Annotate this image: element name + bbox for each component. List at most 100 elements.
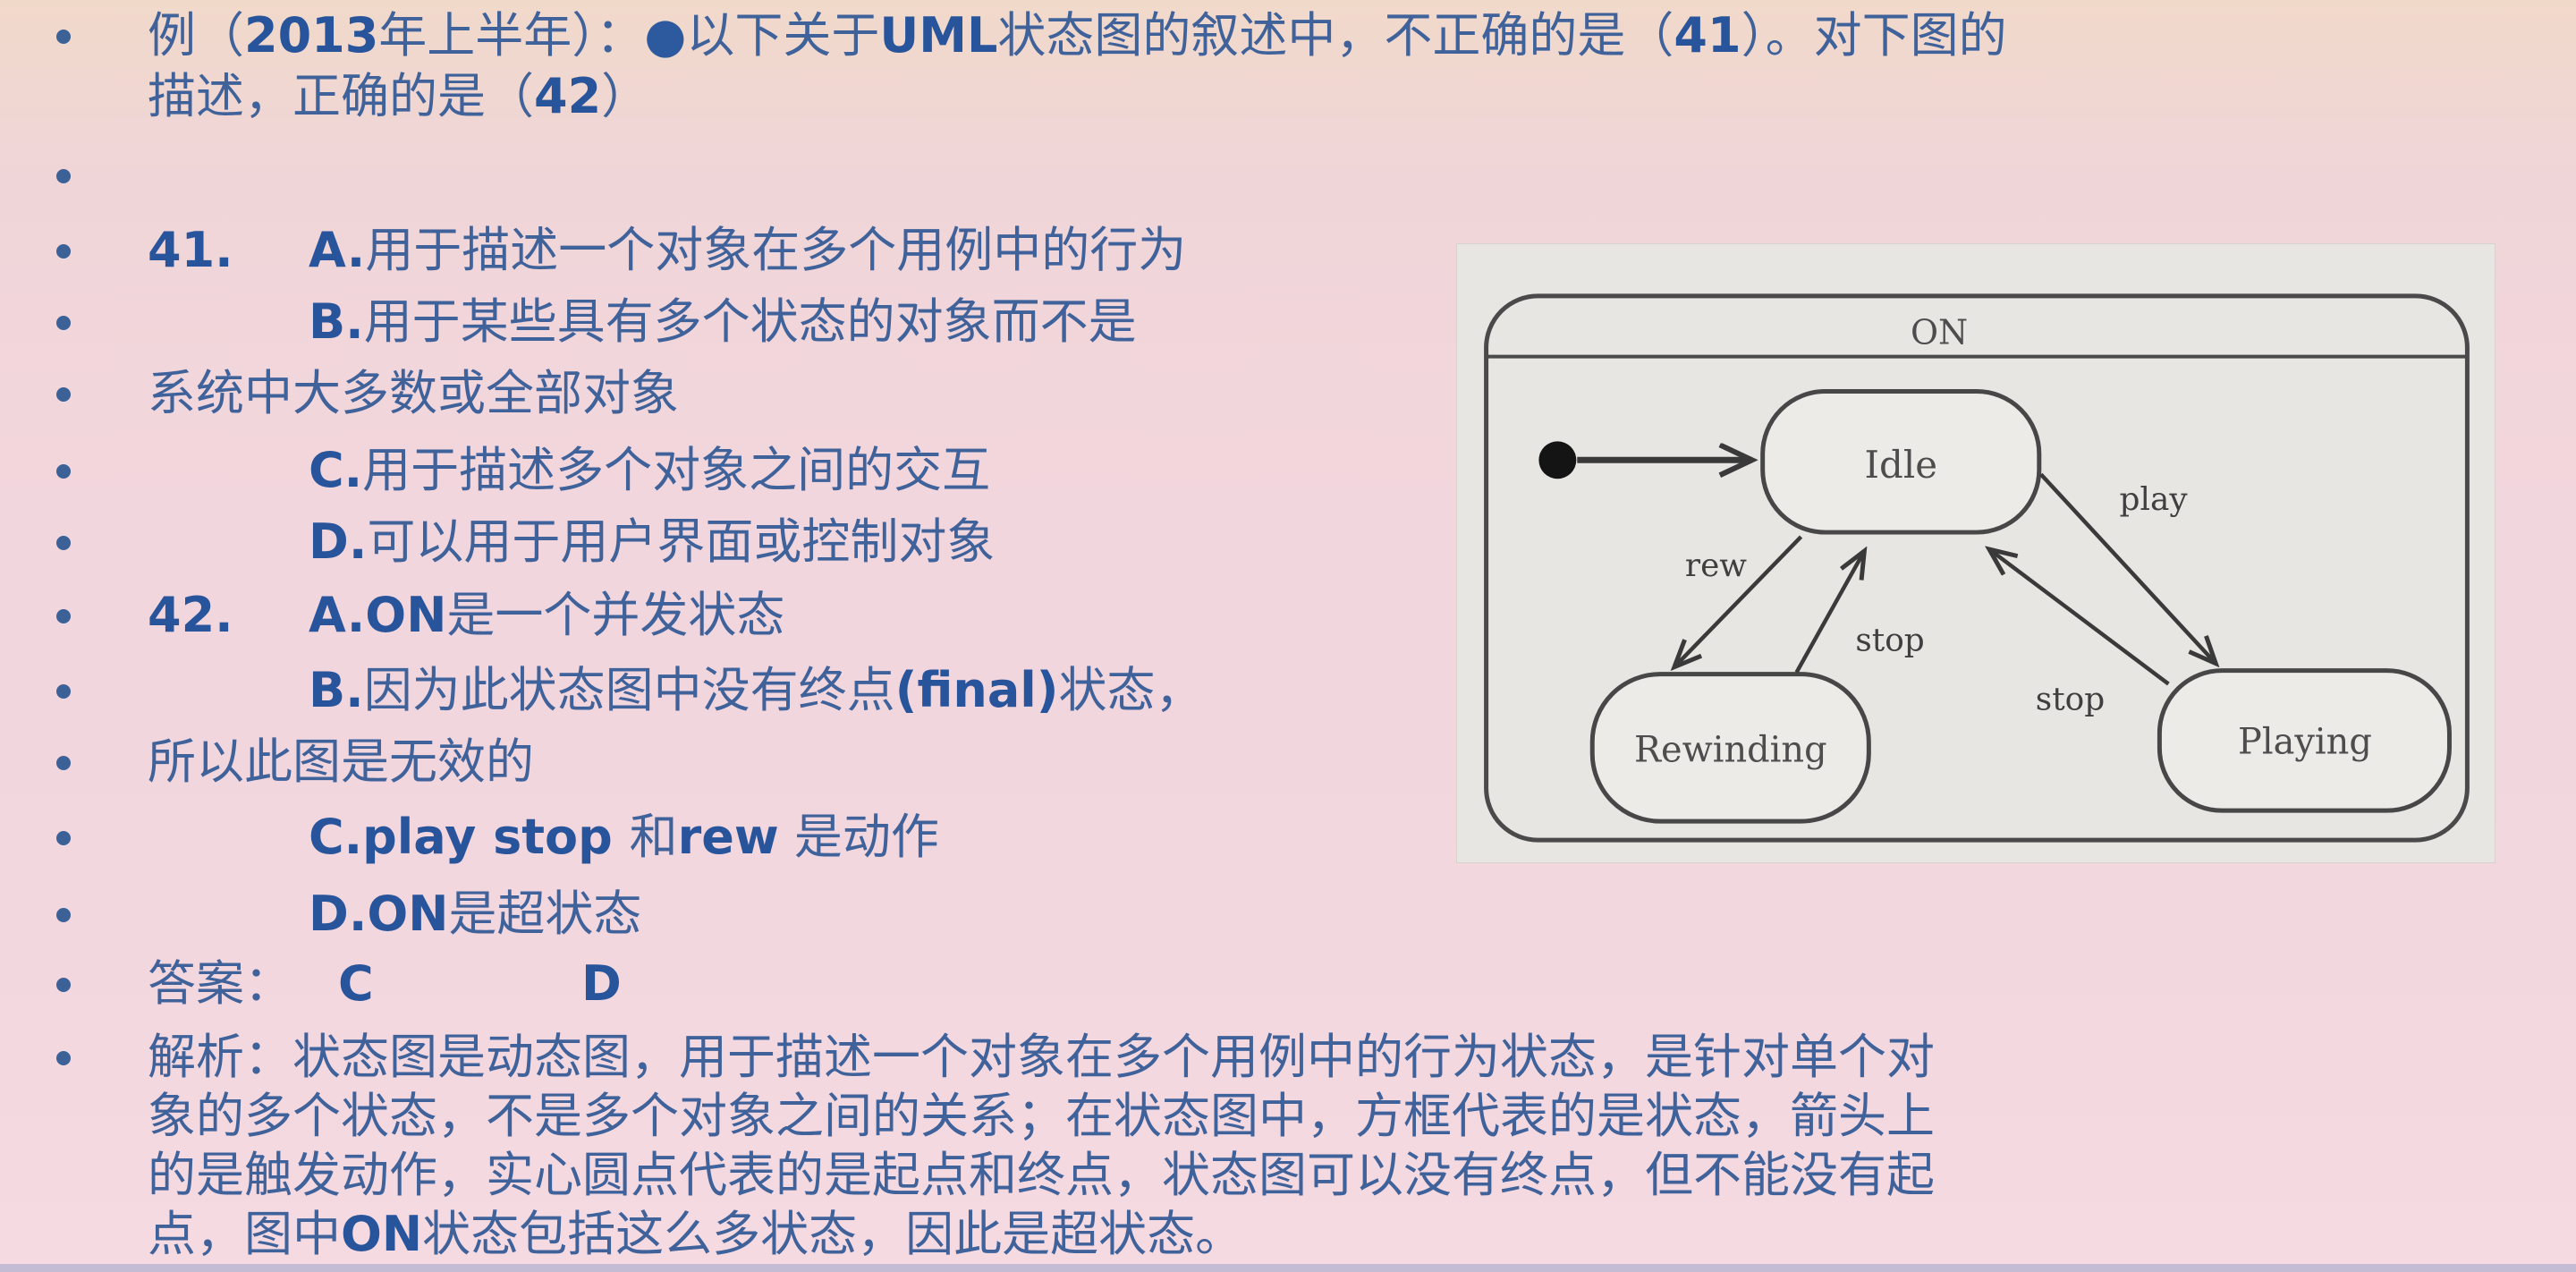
answer-c: C: [338, 955, 374, 1012]
option-letter-b: B.: [309, 662, 364, 718]
bullet-icon: [56, 831, 71, 845]
q41-option-b-line2: 系统中大多数或全部对象: [0, 363, 2576, 424]
analysis-line-2: 象的多个状态，不是多个对象之间的关系；在状态图中，方框代表的是状态，箭头上: [0, 1086, 2576, 1147]
transition-stop-right-label: stop: [2036, 681, 2105, 717]
text-segment: ）。对下图的: [1741, 7, 2007, 64]
q41-option-d: D.可以用于用户界面或控制对象: [309, 512, 995, 572]
text-segment: 状态，: [1058, 662, 1204, 718]
text-segment: 是超状态: [448, 886, 642, 942]
text-segment: 是动作: [778, 809, 939, 865]
transition-idle-to-playing: [2039, 472, 2216, 663]
bullet-icon: [56, 464, 71, 479]
transition-playing-to-idle: [1989, 549, 2170, 686]
q42-option-b-line2: 所以此图是无效的: [0, 732, 2576, 793]
text-segment: 点，图中: [148, 1206, 341, 1262]
bullet-icon: [56, 30, 71, 44]
state-playing-label: Playing: [2238, 721, 2372, 762]
answer-line: 答案： C D: [0, 954, 2576, 1014]
state-idle: [1760, 389, 2042, 535]
transition-stop-mid-label: stop: [1855, 623, 1924, 659]
option-letter-d: D.: [309, 513, 368, 570]
question-42-number: 42.: [148, 587, 233, 643]
bullet-icon: [56, 244, 71, 259]
text-segment: 状态图的叙述中，不正确的是（: [997, 7, 1674, 64]
q41-option-c: C.用于描述多个对象之间的交互: [309, 440, 990, 501]
analysis-line-1: 解析：状态图是动态图，用于描述一个对象在多个用例中的行为状态，是针对单个对: [0, 1027, 2576, 1088]
bullet-icon: [56, 316, 71, 330]
analysis-line-4: 点，图中ON状态包括这么多状态，因此是超状态。: [0, 1204, 2576, 1265]
q41-option-a-line: 41. A.用于描述一个对象在多个用例中的行为: [0, 220, 2576, 281]
question-text-1: 例（2013年上半年）：●以下关于UML状态图的叙述中，不正确的是（41）。对下…: [148, 5, 2007, 66]
final-text: (final): [894, 662, 1059, 718]
text-segment: 描述，正确的是（: [148, 68, 534, 124]
text-segment: 用于某些具有多个状态的对象而不是: [363, 293, 1137, 350]
option-letter-c-play-stop: C.play stop: [309, 809, 630, 865]
bullet-icon: [56, 756, 71, 770]
bullet-icon: [56, 1051, 71, 1065]
bullet-icon: [56, 684, 71, 699]
q42-option-d-line: D.ON是超状态: [0, 884, 2576, 945]
rew-text: rew: [677, 809, 779, 865]
text-segment: 年上半年）：: [378, 7, 645, 64]
state-playing: [2157, 668, 2452, 813]
question-line-2: 描述，正确的是（42）: [0, 66, 2576, 127]
uml-state-diagram-image: ON Idle Rewinding Playing play stop rew …: [1456, 243, 2496, 863]
q41-option-c-line: C.用于描述多个对象之间的交互: [0, 440, 2576, 501]
answer-d: D: [581, 955, 622, 1012]
empty-bullet-line: [0, 145, 2576, 206]
q42-option-d: D.ON是超状态: [309, 884, 641, 945]
initial-state-icon: [1538, 441, 1577, 479]
q42-option-b-line1: B.因为此状态图中没有终点(final)状态，: [0, 660, 2576, 721]
text-segment: 可以用于用户界面或控制对象: [367, 513, 996, 570]
q41-option-b-line1: B.用于某些具有多个状态的对象而不是: [0, 292, 2576, 352]
question-line-1: 例（2013年上半年）：●以下关于UML状态图的叙述中，不正确的是（41）。对下…: [0, 5, 2576, 66]
option-letter-d-on: D.ON: [309, 886, 449, 942]
text-segment: 例（: [148, 7, 244, 64]
q42-option-a-line: 42. A.ON是一个并发状态: [0, 585, 2576, 646]
state-rewinding: [1589, 672, 1871, 824]
question-text-2: 描述，正确的是（42）: [148, 66, 649, 127]
text-segment: 是一个并发状态: [446, 587, 785, 643]
q42-option-c: C.play stop 和rew 是动作: [309, 807, 939, 868]
text-segment: 因为此状态图中没有终点: [363, 662, 895, 718]
text-segment: 和: [629, 809, 678, 865]
q42-option-b-cont: 所以此图是无效的: [148, 734, 534, 790]
option-letter-c: C.: [309, 442, 363, 498]
q42-option-a: A.ON是一个并发状态: [309, 585, 784, 646]
answer-label: 答案：: [148, 955, 292, 1012]
superstate-on-label: ON: [1911, 313, 1968, 352]
q41-option-d-line: D.可以用于用户界面或控制对象: [0, 512, 2576, 572]
q42-option-b: B.因为此状态图中没有终点(final)状态，: [309, 660, 1203, 721]
filled-circle-marker: ●: [644, 7, 687, 64]
transition-play-label: play: [2120, 481, 2189, 518]
analysis-text-3: 的是触发动作，实心圆点代表的是起点和终点，状态图可以没有终点，但不能没有起: [148, 1147, 1935, 1203]
bullet-icon: [56, 536, 71, 550]
text-segment: ）: [601, 68, 650, 124]
option-letter-b: B.: [309, 293, 364, 350]
analysis-text-1: 解析：状态图是动态图，用于描述一个对象在多个用例中的行为状态，是针对单个对: [148, 1029, 1935, 1085]
text-segment: 以下关于: [686, 7, 880, 64]
year-number: 2013: [244, 7, 379, 64]
q41-option-b-cont: 系统中大多数或全部对象: [148, 365, 679, 421]
superstate-on-border: [1484, 293, 2470, 843]
bullet-icon: [56, 978, 71, 992]
transition-idle-to-rewinding: [1674, 535, 1803, 667]
transition-rewinding-to-idle: [1794, 551, 1865, 674]
transition-rew-label: rew: [1685, 547, 1747, 584]
bullet-icon: [56, 387, 71, 402]
bullet-icon: [56, 169, 71, 183]
uml-text: UML: [879, 7, 998, 64]
analysis-line-3: 的是触发动作，实心圆点代表的是起点和终点，状态图可以没有终点，但不能没有起: [0, 1145, 2576, 1206]
blank-41: 41: [1674, 7, 1741, 64]
on-text: ON: [341, 1206, 423, 1262]
bullet-icon: [56, 609, 71, 623]
analysis-text-2: 象的多个状态，不是多个对象之间的关系；在状态图中，方框代表的是状态，箭头上: [148, 1088, 1935, 1144]
text-segment: 用于描述一个对象在多个用例中的行为: [365, 222, 1187, 278]
q41-option-b: B.用于某些具有多个状态的对象而不是: [309, 292, 1137, 352]
analysis-text-4: 点，图中ON状态包括这么多状态，因此是超状态。: [148, 1204, 1243, 1265]
option-letter-a-on: A.ON: [309, 587, 447, 643]
text-segment: 用于描述多个对象之间的交互: [362, 442, 991, 498]
blank-42: 42: [534, 68, 602, 124]
question-41-number: 41.: [148, 222, 233, 278]
state-diagram-svg: ON Idle Rewinding Playing play stop rew …: [1484, 293, 2470, 843]
